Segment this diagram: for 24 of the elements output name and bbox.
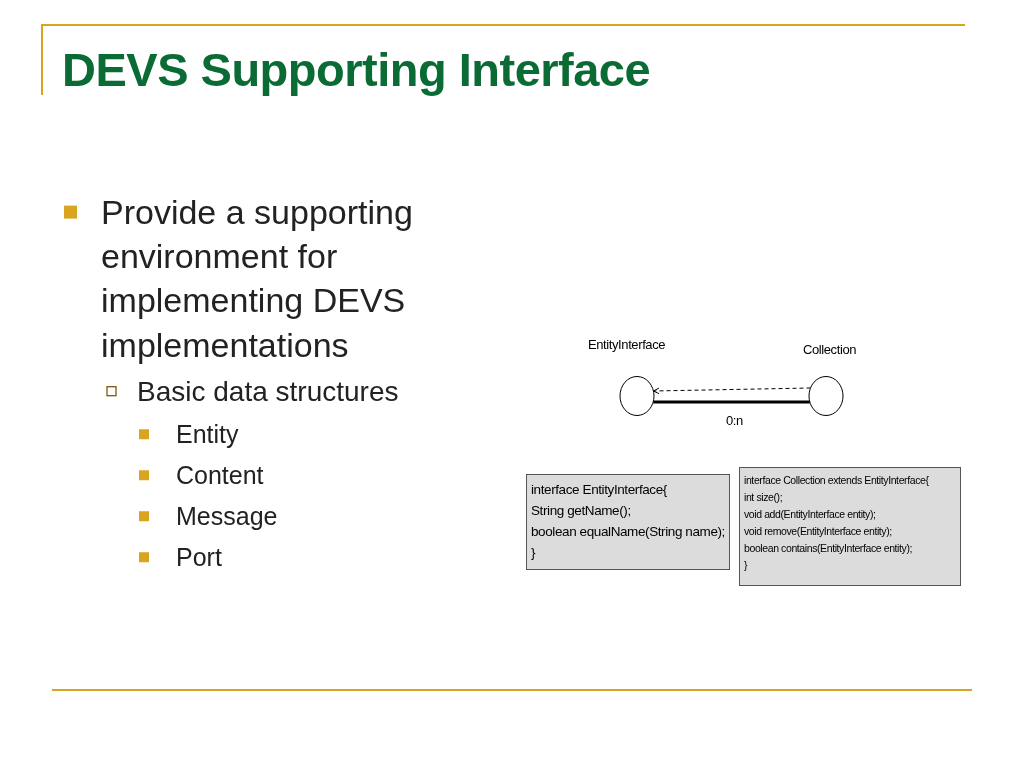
- edge-label: 0:n: [726, 413, 743, 428]
- class-name: Collection: [803, 342, 857, 357]
- code-box: [739, 467, 961, 586]
- code-line: boolean contains(EntityInterface entity);: [744, 541, 914, 556]
- code-line: void add(EntityInterface entity);: [744, 507, 877, 522]
- bullet-text: Provide a supporting environment for implementing DEVS implementations: [101, 192, 414, 366]
- bullet-text: Basic data structures: [137, 375, 400, 409]
- slide-title: DEVS Supporting Interface: [62, 42, 651, 97]
- code-line: boolean equalName(String name);: [531, 523, 725, 541]
- code-line: }: [531, 544, 537, 562]
- class-circle: [808, 376, 844, 416]
- bullet-text: Message: [176, 501, 279, 532]
- class-circle: [619, 376, 655, 416]
- code-line: int size();: [744, 490, 784, 505]
- bullet-text: Port: [176, 542, 223, 573]
- code-box: [526, 474, 730, 570]
- code-line: String getName();: [531, 502, 632, 520]
- bullet-text: Entity: [176, 419, 240, 450]
- code-line: }: [744, 558, 749, 573]
- code-line: void remove(EntityInterface entity);: [744, 524, 893, 539]
- bullet-text: Content: [176, 460, 265, 491]
- class-name: EntityInterface: [588, 337, 666, 352]
- code-line: interface EntityInterface{: [531, 481, 668, 499]
- code-line: interface Collection extends EntityInterface{: [744, 473, 930, 488]
